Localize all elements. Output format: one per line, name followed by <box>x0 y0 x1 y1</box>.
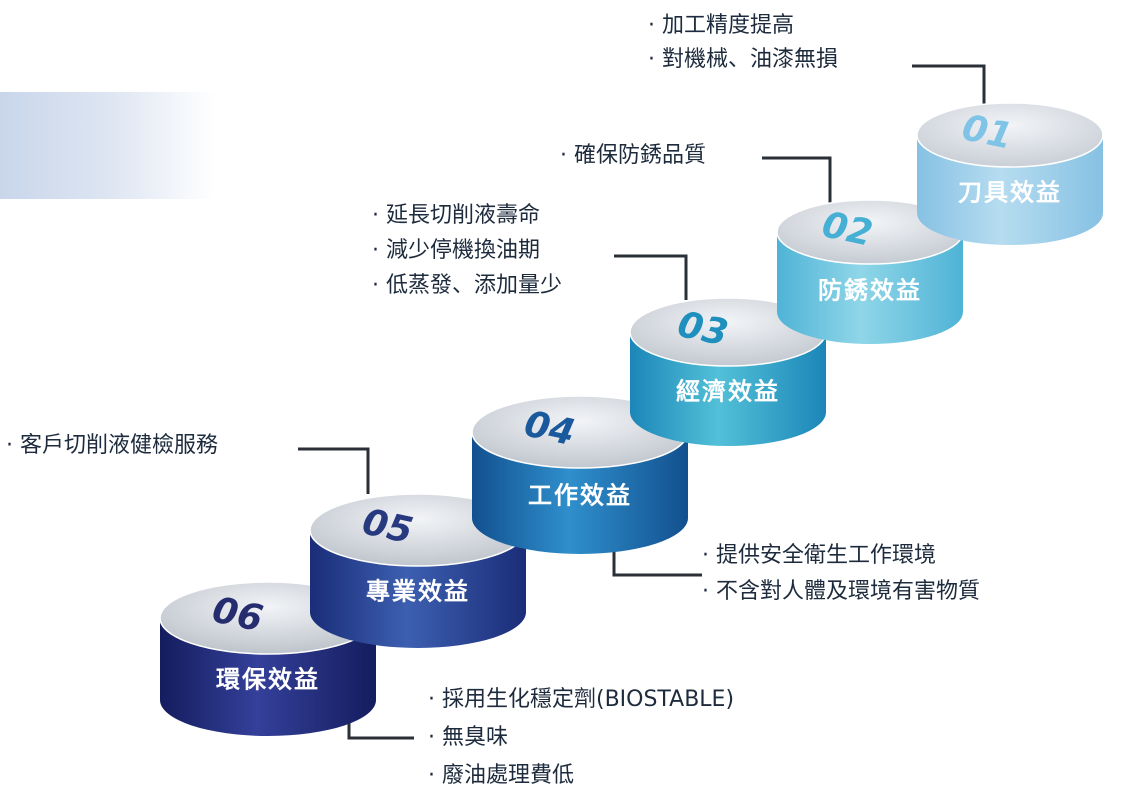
notes-group-05: · 客戶切削液健檢服務 <box>6 433 218 458</box>
step-title: 專業效益 <box>366 577 470 605</box>
benefit-note: · 廢油處理費低 <box>428 763 574 788</box>
notes-group-01: · 加工精度提高 · 對機械、油漆無損 <box>648 13 838 72</box>
step-number: 04 <box>521 404 579 455</box>
benefit-note: · 延長切削液壽命 <box>372 203 540 228</box>
step-number: 03 <box>674 304 732 355</box>
cylinder-steps: 06 環保效益 05 專業效益 04 工作效益 03 經濟效益 02 防銹效益 01 刀具效益 <box>159 102 1104 736</box>
connector-line-01 <box>912 64 986 112</box>
step-title: 經濟效益 <box>676 377 780 405</box>
notes-group-02: · 確保防銹品質 <box>560 143 706 168</box>
benefit-note: · 確保防銹品質 <box>560 143 706 168</box>
cylinder-step-02: 02 防銹效益 <box>776 199 964 344</box>
step-title: 防銹效益 <box>818 276 922 304</box>
step-number: 02 <box>819 204 877 255</box>
benefit-note: · 對機械、油漆無損 <box>648 47 838 72</box>
step-title: 環保效益 <box>216 665 320 693</box>
cylinder-step-05: 05 專業效益 <box>309 493 527 648</box>
background-gradient-band <box>0 92 215 199</box>
benefit-note: · 客戶切削液健檢服務 <box>6 433 218 458</box>
benefit-note: · 減少停機換油期 <box>372 238 540 263</box>
step-number: 01 <box>959 107 1017 158</box>
notes-group-03: · 延長切削液壽命 · 減少停機換油期 · 低蒸發、添加量少 <box>372 203 562 298</box>
cylinder-top <box>916 102 1104 168</box>
cylinder-step-04: 04 工作效益 <box>471 395 689 554</box>
connector-line-05 <box>298 447 370 494</box>
benefit-note: · 低蒸發、添加量少 <box>372 273 562 298</box>
benefit-notes: · 加工精度提高 · 對機械、油漆無損 · 確保防銹品質 · 延長切削液壽命 · 減少停… <box>6 13 980 788</box>
step-number: 05 <box>359 502 417 553</box>
benefit-note: · 無臭味 <box>428 725 508 750</box>
cylinder-step-06: 06 環保效益 <box>159 581 377 736</box>
cylinder-step-03: 03 經濟效益 <box>629 297 827 446</box>
connector-line-03 <box>614 254 688 300</box>
benefit-note: · 提供安全衛生工作環境 <box>702 543 936 568</box>
step-title: 工作效益 <box>528 482 632 510</box>
step-title: 刀具效益 <box>958 178 1062 206</box>
benefit-note: · 加工精度提高 <box>648 13 794 38</box>
notes-group-06: · 採用生化穩定劑(BIOSTABLE) · 無臭味 · 廢油處理費低 <box>428 687 734 788</box>
benefit-note: · 採用生化穩定劑(BIOSTABLE) <box>428 687 734 712</box>
benefit-note: · 不含對人體及環境有害物質 <box>702 579 980 604</box>
cylinder-step-01: 01 刀具效益 <box>916 102 1104 245</box>
step-number: 06 <box>209 590 267 641</box>
notes-group-04: · 提供安全衛生工作環境 · 不含對人體及環境有害物質 <box>702 543 980 604</box>
connector-line-02 <box>762 156 832 206</box>
